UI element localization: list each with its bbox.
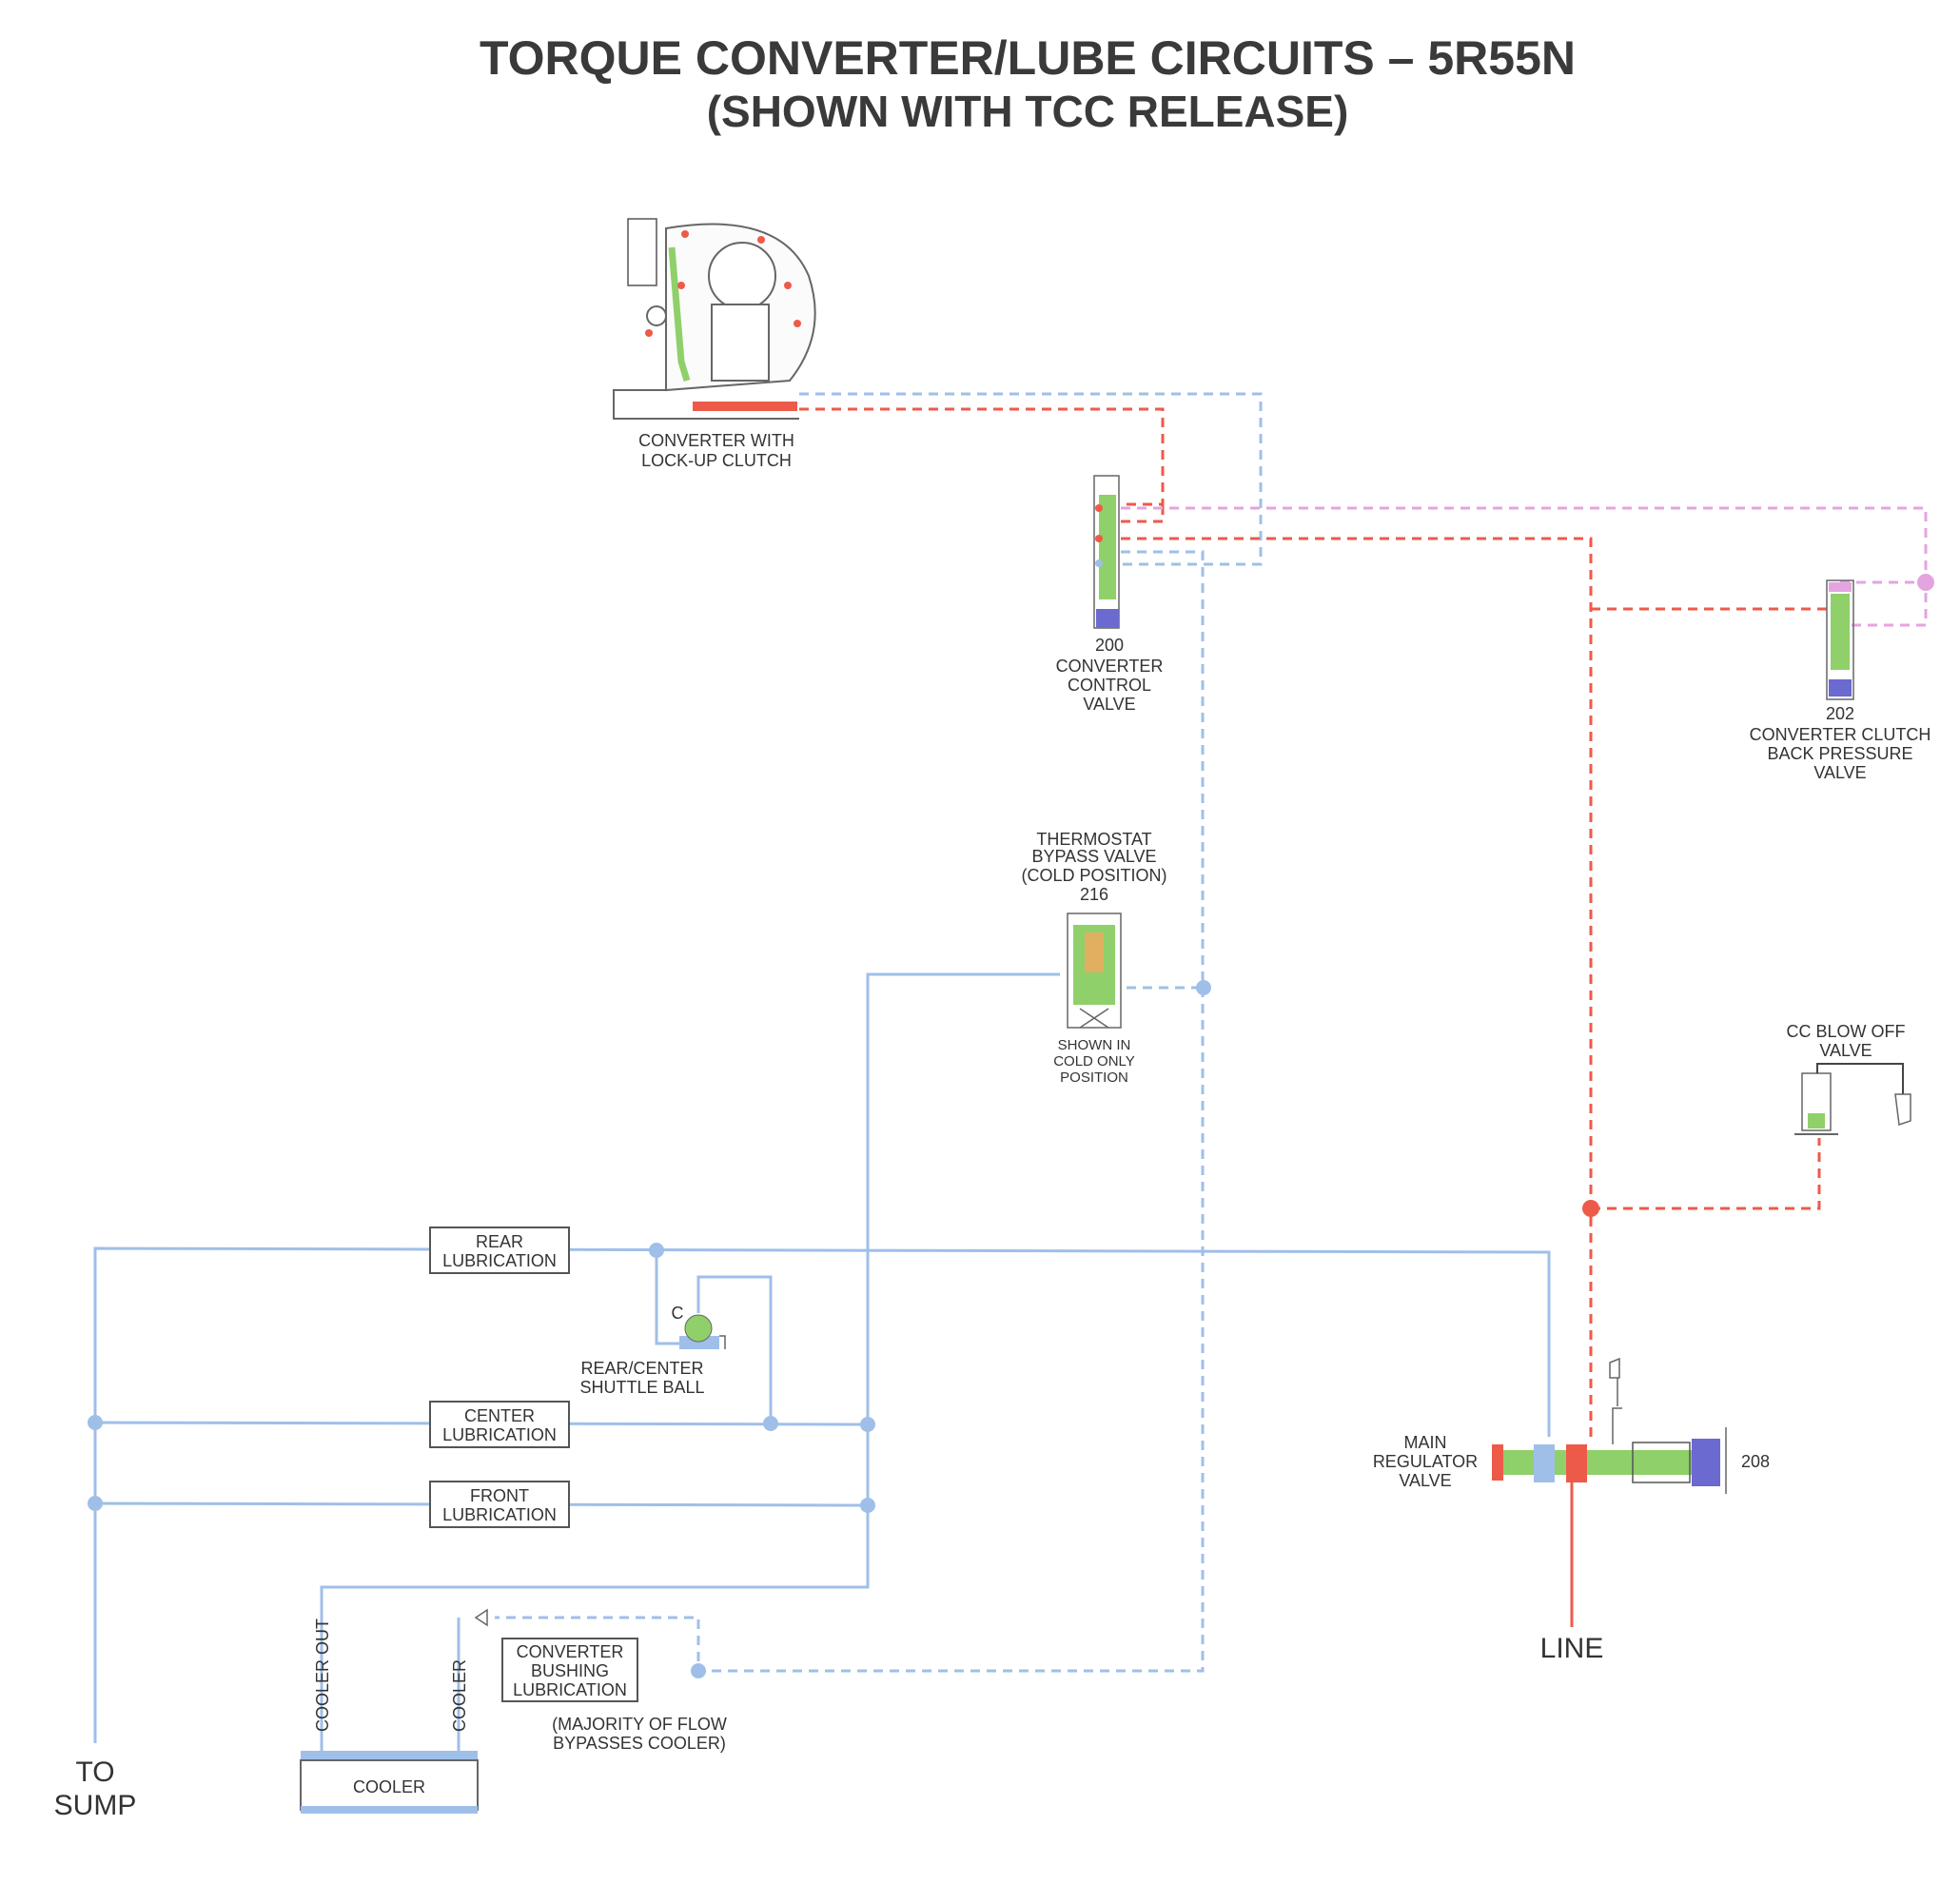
valve-202-label-2: BACK PRESSURE <box>1767 744 1912 763</box>
front-lubrication-box <box>429 1481 570 1528</box>
torque-converter <box>613 218 816 420</box>
valve-202-number: 202 <box>1826 704 1854 723</box>
back-pressure-line <box>1121 506 1928 627</box>
cooler-unit <box>300 1751 479 1814</box>
main-regulator-number: 208 <box>1741 1452 1770 1471</box>
main-regulator-label-2: REGULATOR <box>1373 1452 1478 1471</box>
junction-dot <box>649 1243 664 1258</box>
converter-apply-line <box>799 407 1165 506</box>
converter-apply-line-2 <box>1121 504 1165 523</box>
junction-dot <box>88 1496 103 1511</box>
cooler-feed-line <box>495 550 1205 1673</box>
cooler-label: COOLER <box>353 1777 425 1796</box>
shuttle-branch-line-2 <box>696 1275 773 1423</box>
valve-216-note-2: COLD ONLY <box>1053 1053 1135 1070</box>
junction-dot <box>763 1416 778 1431</box>
cc-blow-off-valve <box>1794 1063 1911 1135</box>
junction-dot <box>88 1415 103 1430</box>
main-regulator-valve-208 <box>1492 1357 1727 1494</box>
junction-dot <box>1196 980 1211 995</box>
thermo-to-lube-line <box>320 972 1060 1751</box>
line-label: LINE <box>1540 1633 1604 1664</box>
feed-to-blow-off <box>1591 1138 1821 1210</box>
bushing-label: CONVERTER <box>517 1642 624 1661</box>
center-lubrication-label: CENTER <box>464 1406 535 1425</box>
valve-202-label-3: VALVE <box>1813 763 1866 782</box>
valve-200-number: 200 <box>1095 636 1124 655</box>
bushing-lubrication-box <box>501 1638 638 1702</box>
converter-control-valve-200 <box>1093 475 1120 629</box>
converter-label: CONVERTER WITH <box>638 431 794 450</box>
back-pressure-valve-202 <box>1826 579 1854 700</box>
junction-dots <box>88 574 1934 1678</box>
blow-off-label-2: VALVE <box>1819 1041 1872 1060</box>
bushing-note-2: BYPASSES COOLER) <box>553 1734 726 1753</box>
shuttle-ball-label-2: SHUTTLE BALL <box>579 1378 704 1397</box>
center-lubrication-label-2: LUBRICATION <box>442 1425 557 1444</box>
cooler-in-label: COOLER <box>450 1659 469 1732</box>
shuttle-ball-label: REAR/CENTER <box>580 1359 703 1378</box>
valve-200-label: CONVERTER <box>1056 657 1164 676</box>
thermostat-bypass-valve-216 <box>1067 913 1122 1029</box>
center-lubrication-box <box>429 1401 570 1448</box>
rear-lubrication-label: REAR <box>476 1232 523 1251</box>
junction-dot <box>1917 574 1934 591</box>
sump-label-2: SUMP <box>54 1790 137 1821</box>
bushing-label-2: BUSHING <box>531 1661 609 1680</box>
junction-dot <box>860 1417 875 1432</box>
valve-216-label-2: BYPASS VALVE <box>1031 847 1156 866</box>
converter-label-2: LOCK-UP CLUTCH <box>641 451 792 470</box>
main-regulator-label: MAIN <box>1404 1433 1447 1452</box>
circuit-lines <box>93 392 1928 1751</box>
shuttle-ball-letter: C <box>672 1304 684 1323</box>
junction-dot <box>1582 1200 1599 1217</box>
main-regulator-label-3: VALVE <box>1399 1471 1451 1490</box>
junction-dot <box>691 1663 706 1678</box>
valve-202-label: CONVERTER CLUTCH <box>1750 725 1931 744</box>
valve-216-label: THERMOSTAT <box>1036 830 1151 849</box>
diagram-title: TORQUE CONVERTER/LUBE CIRCUITS – 5R55N <box>480 31 1576 85</box>
diagram-subtitle: (SHOWN WITH TCC RELEASE) <box>707 87 1349 136</box>
bushing-label-3: LUBRICATION <box>513 1680 627 1699</box>
converter-release-line <box>799 392 1263 566</box>
cooler-out-label: COOLER OUT <box>313 1619 332 1732</box>
shuttle-ball <box>679 1314 726 1349</box>
junction-dot <box>860 1498 875 1513</box>
shuttle-branch-line <box>655 1250 685 1345</box>
blow-off-label: CC BLOW OFF <box>1787 1022 1906 1041</box>
valve-200-label-3: VALVE <box>1083 695 1135 714</box>
valve-216-number: 216 <box>1080 885 1108 904</box>
converter-feed-line <box>1121 537 1593 1437</box>
valve-216-note: SHOWN IN <box>1058 1037 1131 1053</box>
sump-label: TO <box>75 1756 114 1788</box>
front-lubrication-label-2: LUBRICATION <box>442 1505 557 1524</box>
valve-200-label-2: CONTROL <box>1068 676 1151 695</box>
bushing-flow-arrow <box>474 1608 488 1627</box>
front-lubrication-label: FRONT <box>470 1486 529 1505</box>
valve-216-label-3: (COLD POSITION) <box>1021 866 1166 885</box>
rear-lubrication-box <box>429 1227 570 1274</box>
rear-lubrication-label-2: LUBRICATION <box>442 1251 557 1270</box>
bushing-note: (MAJORITY OF FLOW <box>552 1715 727 1734</box>
valve-216-note-3: POSITION <box>1060 1070 1128 1086</box>
